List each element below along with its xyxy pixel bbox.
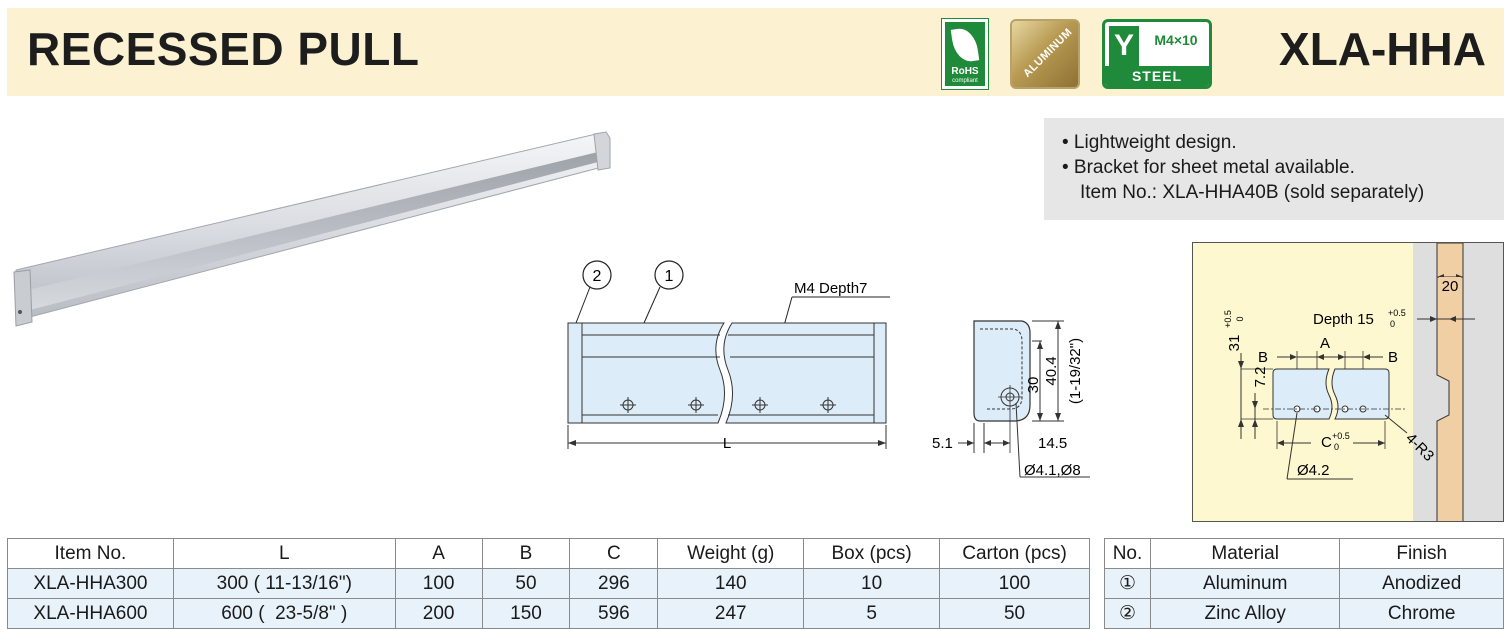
callout-1: 1	[665, 268, 674, 285]
cell-box: 5	[803, 598, 941, 629]
aluminum-badge: ALUMINUM	[1010, 19, 1080, 89]
cell-item-no: XLA-HHA600	[7, 598, 174, 629]
dim-30: 30	[1025, 377, 1042, 394]
material-table-header-row: No. Material Finish	[1104, 538, 1504, 569]
label-c: C	[1321, 434, 1332, 451]
col-l: L	[172, 538, 396, 569]
cell-no: ②	[1104, 598, 1151, 629]
cell-finish: Chrome	[1339, 598, 1504, 629]
panel-cutout-box: 20 Depth 15 +0.5 0 A B B	[1192, 242, 1504, 522]
callout-circle-2	[582, 260, 612, 290]
page-title: RECESSED PULL	[27, 23, 420, 75]
cell-weight: 247	[657, 598, 805, 629]
dim-31-tol-lower: 0	[1235, 316, 1245, 321]
cell-c: 296	[569, 568, 659, 599]
col-no: No.	[1104, 538, 1151, 569]
depth-tol-lower: 0	[1390, 319, 1395, 329]
steel-label: STEEL	[1105, 66, 1209, 86]
label-hole: Ø4.2	[1297, 462, 1330, 479]
label-a: A	[1320, 335, 1330, 352]
feature-line-2: • Bracket for sheet metal available.	[1062, 157, 1355, 178]
callout-2: 2	[593, 268, 602, 285]
front-view-body	[567, 322, 887, 424]
label-b-right: B	[1388, 349, 1398, 366]
front-view-drawing: 2 1 M4 Depth7 L	[567, 260, 890, 452]
product-photo	[13, 131, 611, 327]
table-row: ② Zinc Alloy Chrome	[1104, 598, 1504, 629]
col-item-no: Item No.	[7, 538, 174, 569]
header-banner: RECESSED PULL RoHS compliant ALUMINUM Y …	[7, 8, 1504, 96]
cell-b: 150	[481, 598, 571, 629]
pull-handle-shape	[13, 131, 611, 327]
table-row: ① Aluminum Anodized	[1104, 568, 1504, 599]
feature-line-1: • Lightweight design.	[1062, 132, 1237, 153]
dim-31-tol-upper: +0.5	[1223, 310, 1233, 328]
dim-31: 31	[1226, 335, 1243, 352]
dim-holes: Ø4.1,Ø8	[1024, 462, 1081, 479]
depth-tol-upper: +0.5	[1388, 308, 1406, 318]
cell-b: 50	[481, 568, 571, 599]
table-row: XLA-HHA300 300 ( 11-13/16") 100 50 296 1…	[7, 568, 1090, 599]
cell-c: 596	[569, 598, 659, 629]
cell-material: Aluminum	[1149, 568, 1341, 599]
cell-l: 600 ( 23-5/8" )	[172, 598, 396, 629]
col-box: Box (pcs)	[803, 538, 941, 569]
table-row: XLA-HHA600 600 ( 23-5/8" ) 200 150 596 2…	[7, 598, 1090, 629]
c-tol-lower: 0	[1334, 442, 1339, 452]
col-finish: Finish	[1339, 538, 1504, 569]
col-c: C	[569, 538, 659, 569]
rohs-sublabel: compliant	[952, 78, 978, 84]
cell-a: 200	[394, 598, 483, 629]
panel-cutout-drawing: 20 Depth 15 +0.5 0 A B B	[1223, 243, 1503, 521]
features-box: • Lightweight design. • Bracket for shee…	[1044, 118, 1504, 220]
cell-carton: 100	[939, 568, 1090, 599]
col-weight: Weight (g)	[657, 538, 805, 569]
feature-line-3: Item No.: XLA-HHA40B (sold separately)	[1080, 182, 1425, 203]
screw-steel-badge: Y M4×10 STEEL	[1102, 19, 1212, 89]
col-material: Material	[1149, 538, 1341, 569]
screw-icon: Y	[1109, 26, 1139, 66]
cell-item-no: XLA-HHA300	[7, 568, 174, 599]
side-view-drawing: 30 40.4 (1-19/32") 5.1 14.5 Ø4.1,Ø8	[932, 320, 1090, 479]
screw-size-label: M4×10	[1154, 32, 1198, 48]
rohs-badge: RoHS compliant	[941, 18, 989, 90]
depth-label: Depth 15	[1313, 311, 1374, 328]
thread-note: M4 Depth7	[794, 280, 867, 297]
cell-finish: Anodized	[1339, 568, 1504, 599]
cell-l: 300 ( 11-13/16")	[172, 568, 396, 599]
spec-table: Item No. L A B C Weight (g) Box (pcs) Ca…	[7, 538, 1090, 629]
cell-weight: 140	[657, 568, 805, 599]
dim-7-2: 7.2	[1252, 367, 1269, 388]
spec-table-header-row: Item No. L A B C Weight (g) Box (pcs) Ca…	[7, 538, 1090, 569]
rohs-label: RoHS	[951, 66, 979, 77]
side-view-body	[973, 320, 1031, 422]
c-tol-upper: +0.5	[1332, 431, 1350, 441]
leaf-icon	[950, 26, 980, 64]
dim-40-4: 40.4	[1043, 356, 1060, 385]
cutout-slot	[1263, 368, 1405, 420]
col-carton: Carton (pcs)	[939, 538, 1090, 569]
aluminum-label: ALUMINUM	[1021, 26, 1075, 80]
col-b: B	[481, 538, 571, 569]
col-a: A	[394, 538, 483, 569]
cell-a: 100	[394, 568, 483, 599]
dim-20: 20	[1442, 278, 1459, 295]
material-table: No. Material Finish ① Aluminum Anodized …	[1104, 538, 1504, 629]
dim-inch: (1-19/32")	[1067, 338, 1084, 404]
cell-carton: 50	[939, 598, 1090, 629]
dim-14-5: 14.5	[1038, 435, 1067, 452]
cell-material: Zinc Alloy	[1149, 598, 1341, 629]
cell-box: 10	[803, 568, 941, 599]
length-label: L	[723, 435, 731, 452]
label-b-left: B	[1258, 349, 1268, 366]
cell-no: ①	[1104, 568, 1151, 599]
model-code: XLA-HHA	[1279, 23, 1486, 75]
dim-5-1: 5.1	[932, 435, 953, 452]
callout-circle-1	[654, 260, 684, 290]
